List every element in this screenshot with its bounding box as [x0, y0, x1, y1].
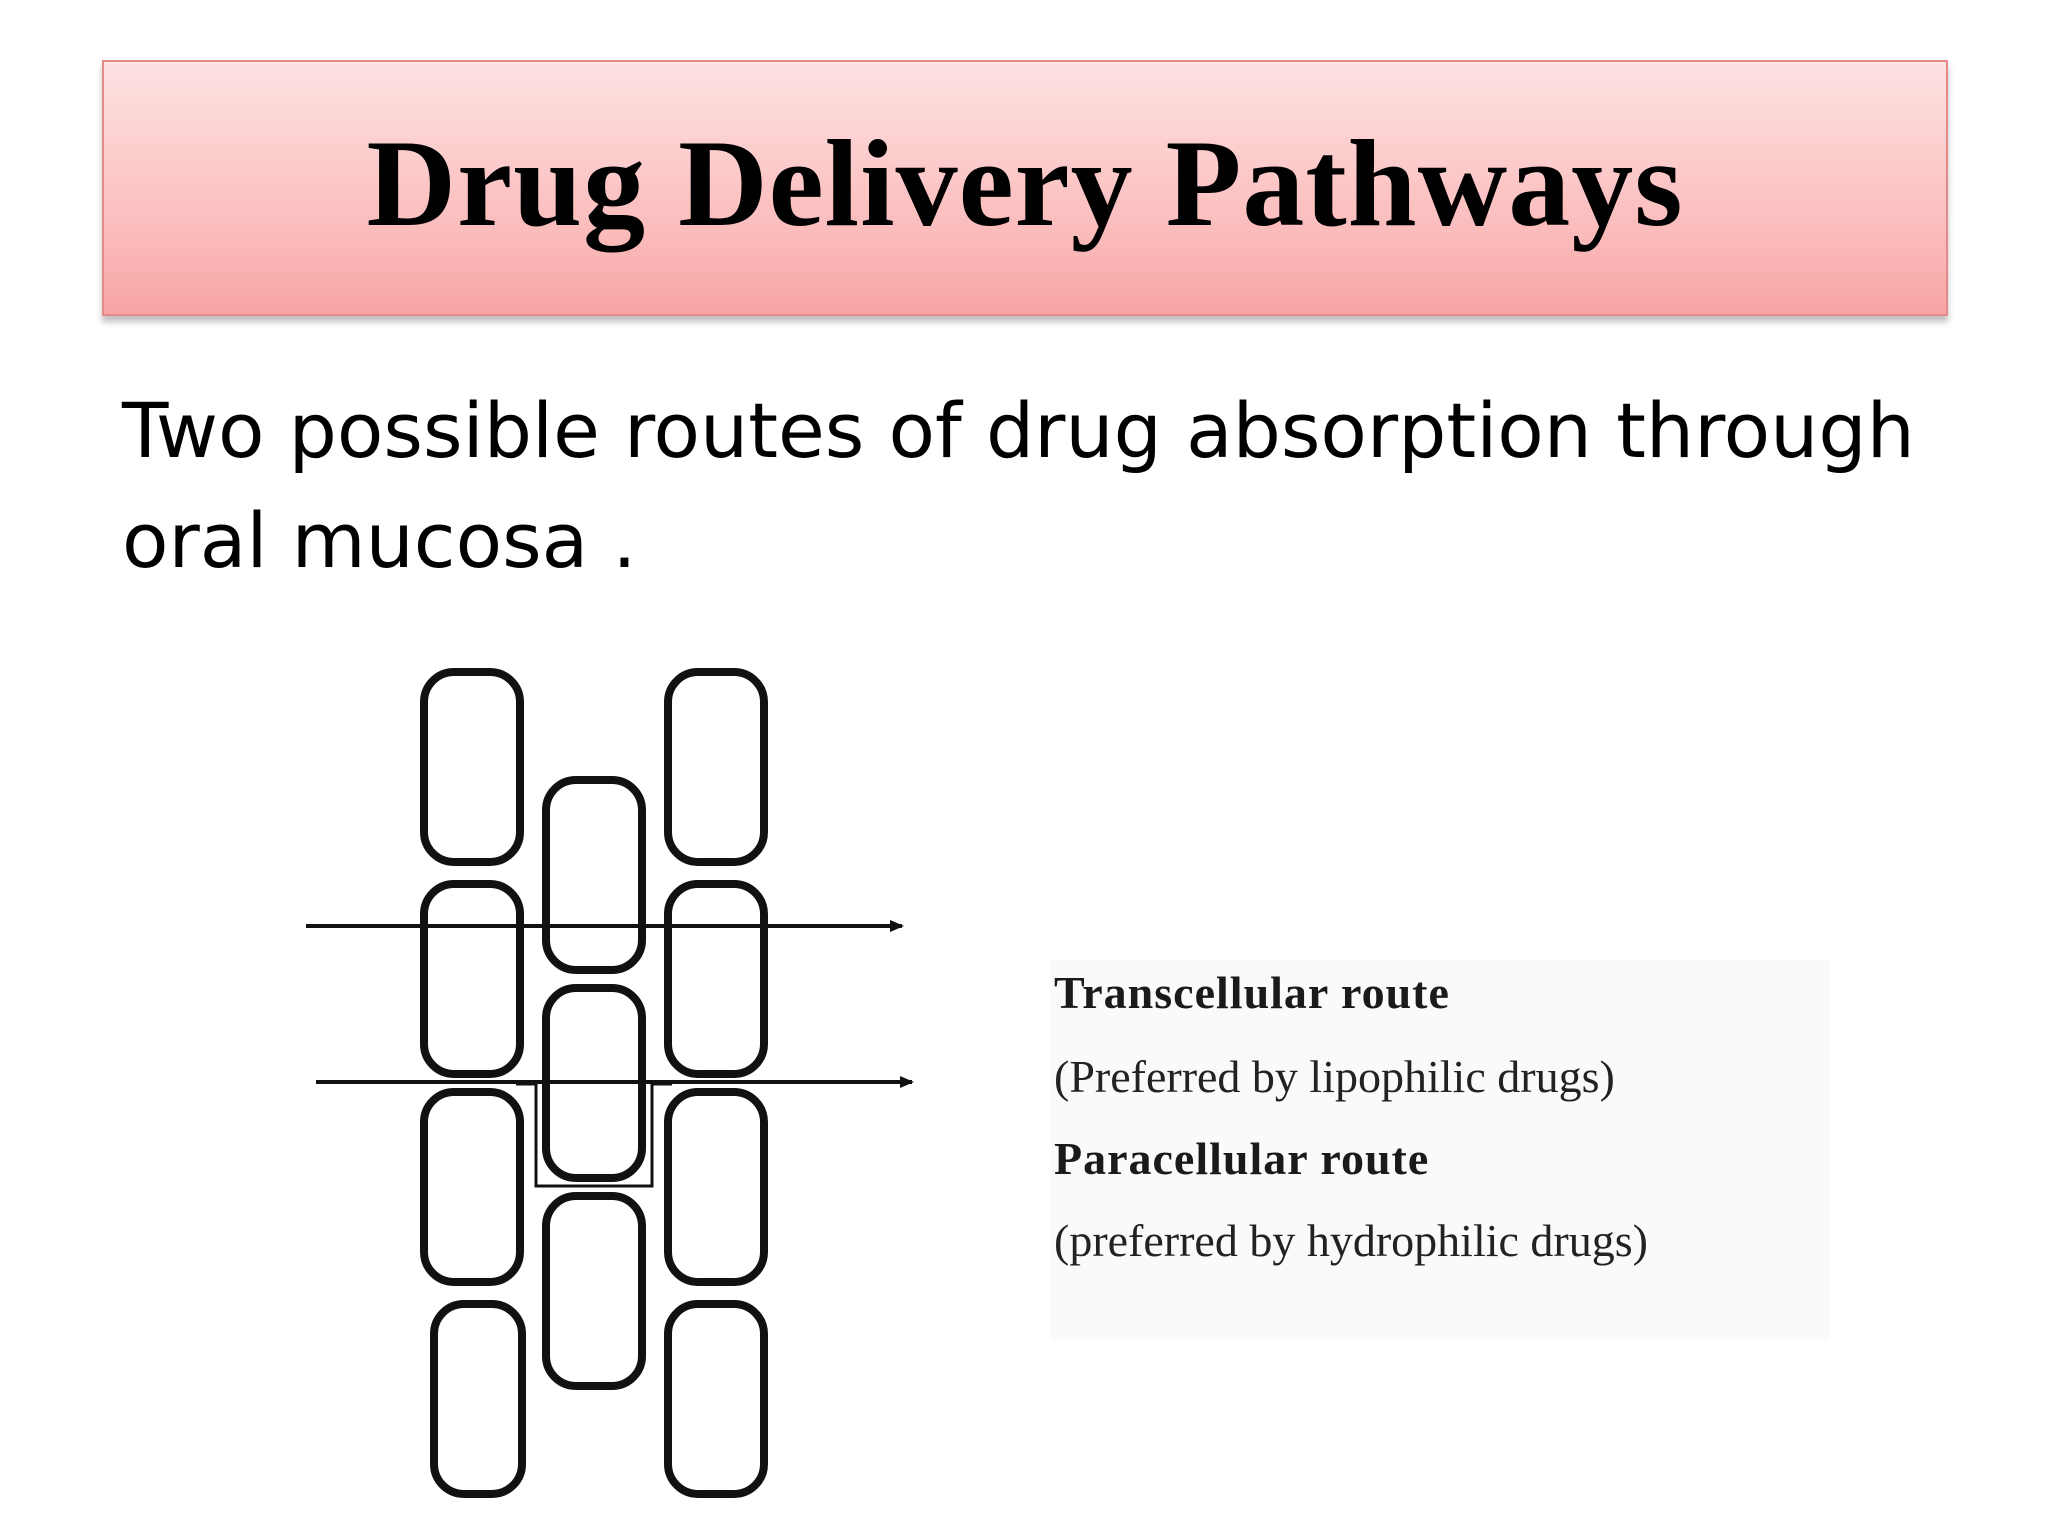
epithelial-cell — [420, 668, 524, 866]
paracellular-path-outline — [516, 1082, 672, 1188]
route-legend: Transcellular route (Preferred by lipoph… — [1050, 960, 1830, 1340]
epithelial-cell — [542, 776, 646, 974]
slide-subtitle: Two possible routes of drug absorption t… — [122, 386, 1915, 585]
transcellular-route-label: Transcellular route — [1054, 967, 1450, 1018]
epithelial-cell — [664, 668, 768, 866]
page-title: Drug Delivery Pathways — [366, 115, 1684, 252]
transcellular-route-note: (Preferred by lipophilic drugs) — [1054, 1051, 1615, 1102]
epithelial-cell — [664, 880, 768, 1078]
epithelial-cell — [430, 1300, 526, 1498]
paracellular-route-label: Paracellular route — [1054, 1133, 1430, 1184]
epithelial-cell — [664, 1300, 768, 1498]
paracellular-route-note: (preferred by hydrophilic drugs) — [1054, 1215, 1648, 1266]
epithelial-cell — [664, 1088, 768, 1286]
epithelial-cell — [542, 1192, 646, 1390]
epithelial-cell — [420, 880, 524, 1078]
epithelial-cell — [420, 1088, 524, 1286]
cell-diagram — [306, 668, 914, 1498]
title-banner: Drug Delivery Pathways — [102, 60, 1948, 316]
